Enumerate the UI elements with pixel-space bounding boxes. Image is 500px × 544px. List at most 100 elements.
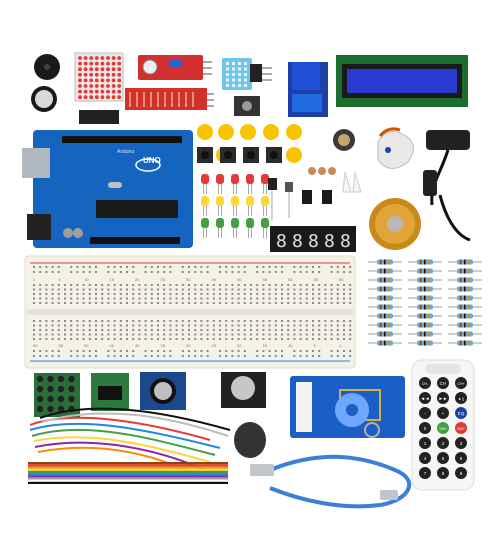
matrix-dot <box>83 67 88 72</box>
bb-hole <box>206 284 209 286</box>
remote-key <box>419 392 431 404</box>
bb-hole <box>250 338 252 340</box>
bb-hole <box>318 320 321 322</box>
bb-hole <box>330 288 333 291</box>
resistor-band <box>388 313 390 319</box>
matrix-dot <box>117 72 122 77</box>
bb-number: 60 <box>339 277 344 282</box>
bb-hole <box>293 324 296 327</box>
bb-hole <box>343 302 345 304</box>
remote-key-label: 8 <box>442 471 445 476</box>
water-sensor-module <box>125 88 214 110</box>
bb-hole <box>312 333 314 336</box>
bb-rail-hole <box>293 355 296 357</box>
bb-rail-hole <box>113 350 116 352</box>
bb-hole <box>95 293 97 295</box>
bb-hole <box>101 288 104 291</box>
bb-rail-hole <box>82 350 85 352</box>
bb-rail-hole <box>243 355 246 357</box>
bb-hole <box>212 329 215 331</box>
bb-hole <box>349 320 352 322</box>
bb-rail-hole <box>45 266 48 268</box>
dht-vent <box>238 73 241 76</box>
bb-hole <box>175 293 178 295</box>
bb-rail-hole <box>268 271 271 273</box>
bb-hole <box>45 329 48 331</box>
bb-hole <box>64 324 66 327</box>
bb-hole <box>305 324 308 327</box>
bb-hole <box>219 302 221 304</box>
bb-hole <box>212 302 215 304</box>
resistor-band <box>460 340 462 346</box>
bb-hole <box>274 333 277 336</box>
bb-rail-hole <box>163 271 166 273</box>
bb-rail-hole <box>33 271 35 273</box>
bb-rail-hole <box>76 350 79 352</box>
bb-hole <box>262 288 265 291</box>
bb-hole <box>268 302 271 304</box>
bb-rail-hole <box>169 266 172 268</box>
remote-key-label: 3 <box>460 441 463 446</box>
bb-hole <box>305 297 308 300</box>
rfid-module <box>290 376 405 438</box>
resistor-band <box>464 340 466 346</box>
bb-hole <box>262 297 265 300</box>
bb-hole <box>88 284 91 286</box>
resistor-band <box>420 268 422 274</box>
bb-hole <box>113 338 116 340</box>
bb-rail-hole <box>126 271 128 273</box>
bb-hole <box>33 293 35 295</box>
resistor-band <box>428 295 430 301</box>
resistor-band <box>424 268 426 274</box>
bb-hole <box>82 338 85 340</box>
keypad-key <box>36 405 44 413</box>
bb-hole <box>330 302 333 304</box>
resistor-band <box>384 313 386 319</box>
usb-cable <box>250 454 411 509</box>
ribbon-wire <box>28 464 228 467</box>
remote-key <box>419 437 431 449</box>
bb-hole <box>169 320 172 322</box>
bb-hole <box>312 293 314 295</box>
bb-hole <box>188 338 190 340</box>
matrix-dot <box>106 56 110 60</box>
led-set <box>201 174 269 238</box>
bb-hole <box>57 329 60 331</box>
bb-rail-hole <box>88 266 91 268</box>
bb-rail-hole <box>256 350 259 352</box>
bb-rail-hole <box>200 350 203 352</box>
bb-hole <box>45 324 48 327</box>
bb-hole <box>188 297 190 300</box>
matrix-dot <box>100 67 105 72</box>
bb-hole <box>287 333 290 336</box>
bb-hole <box>95 329 97 331</box>
matrix-dot <box>83 61 88 66</box>
bb-hole <box>188 320 190 322</box>
resistor-band <box>424 322 426 328</box>
bb-hole <box>144 284 147 286</box>
bb-hole <box>281 324 283 327</box>
bb-rail-hole <box>237 266 240 268</box>
bb-number: 45 <box>263 277 268 282</box>
dht-vent <box>238 84 241 87</box>
bb-hole <box>157 338 159 340</box>
bb-rail-hole <box>169 350 172 352</box>
bb-rail-hole <box>39 266 42 268</box>
bb-hole <box>126 293 128 295</box>
led <box>201 196 209 206</box>
bb-rail-hole <box>293 350 296 352</box>
bb-hole <box>330 338 333 340</box>
bb-hole <box>95 284 97 286</box>
bb-number: 5 <box>314 343 317 348</box>
bb-hole <box>132 338 135 340</box>
bb-hole <box>132 288 135 291</box>
matrix-dot <box>78 67 82 72</box>
bb-hole <box>206 338 209 340</box>
bb-hole <box>157 333 159 336</box>
bb-hole <box>336 297 339 300</box>
ribbon-wire <box>28 466 228 469</box>
bb-hole <box>305 284 308 286</box>
bb-rail-hole <box>219 350 221 352</box>
resistor-band <box>420 313 422 319</box>
bb-hole <box>144 320 147 322</box>
